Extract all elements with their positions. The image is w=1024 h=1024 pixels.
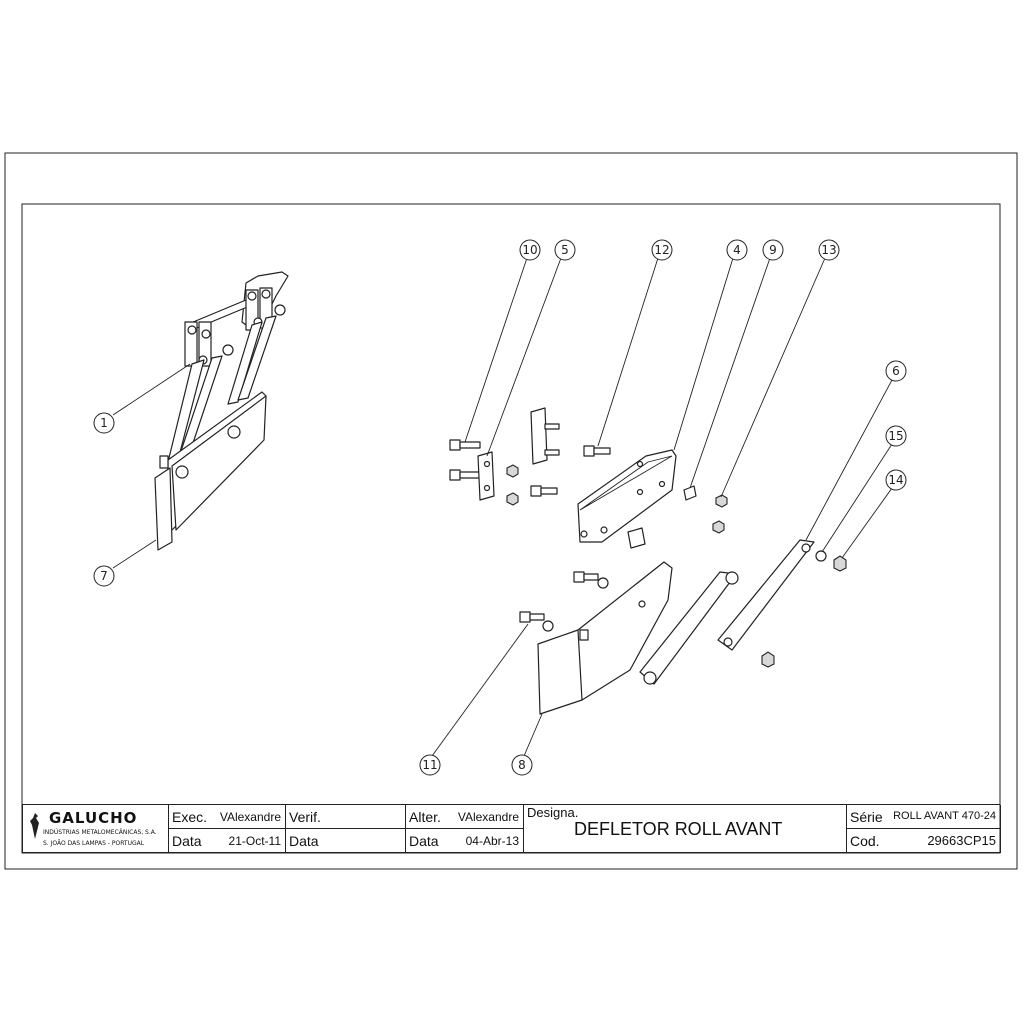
callout-6: 6 — [885, 360, 907, 382]
callout-4: 4 — [726, 239, 748, 261]
callout-label: 1 — [100, 416, 108, 430]
verif-cell: Verif. — [286, 805, 406, 829]
company-line-1: INDÚSTRIAS METALOMECÂNICAS, S.A. — [43, 829, 157, 836]
alter-cell: Alter. VAlexandre — [406, 805, 524, 829]
callout-label: 10 — [522, 243, 537, 257]
cod-value: 29663CP15 — [927, 833, 996, 848]
exec-value: VAlexandre — [219, 810, 281, 824]
callout-label: 5 — [561, 243, 569, 257]
exec-label: Exec. — [172, 809, 208, 825]
alter-value: VAlexandre — [457, 810, 519, 824]
designation-label: Designa. — [527, 805, 579, 820]
title-block: GALUCHO INDÚSTRIAS METALOMECÂNICAS, S.A.… — [22, 804, 1001, 853]
company-logo-cell: GALUCHO INDÚSTRIAS METALOMECÂNICAS, S.A.… — [23, 805, 169, 853]
verif-date-cell: Data — [286, 829, 406, 853]
callout-9: 9 — [762, 239, 784, 261]
serie-label: Série — [850, 809, 883, 825]
cod-label: Cod. — [850, 833, 880, 849]
callout-label: 7 — [100, 569, 108, 583]
alter-date-value: 04-Abr-13 — [465, 834, 519, 848]
callout-1: 1 — [93, 412, 115, 434]
callout-5: 5 — [554, 239, 576, 261]
callout-label: 6 — [892, 364, 900, 378]
callout-8: 8 — [511, 754, 533, 776]
cod-cell: Cod. 29663CP15 — [847, 829, 1001, 853]
callouts: 1 7 10 5 12 4 9 13 6 15 14 11 8 — [93, 239, 907, 776]
inner-border — [21, 203, 1001, 854]
company-name: GALUCHO — [49, 809, 138, 827]
verif-label: Verif. — [289, 809, 321, 825]
leader-lines — [112, 257, 893, 757]
exec-date-value: 21-Oct-11 — [228, 834, 281, 848]
alter-date-label: Data — [409, 833, 439, 849]
company-logo-icon — [30, 813, 39, 839]
designation-cell: Designa. DEFLETOR ROLL AVANT — [524, 805, 847, 853]
designation-value: DEFLETOR ROLL AVANT — [574, 819, 783, 839]
serie-cell: Série ROLL AVANT 470-24 — [847, 805, 1001, 829]
assembled-deflector — [154, 271, 289, 551]
company-line-2: S. JOÃO DAS LAMPAS - PORTUGAL — [43, 840, 145, 847]
alter-label: Alter. — [409, 809, 441, 825]
verif-date-label: Data — [289, 833, 319, 849]
serie-value: ROLL AVANT 470-24 — [893, 810, 996, 822]
callout-14: 14 — [885, 469, 907, 491]
callout-11: 11 — [419, 754, 441, 776]
callout-label: 8 — [518, 758, 526, 772]
callout-label: 11 — [422, 758, 437, 772]
callout-7: 7 — [93, 565, 115, 587]
callout-12: 12 — [651, 239, 673, 261]
callout-label: 13 — [821, 243, 836, 257]
callout-label: 9 — [769, 243, 777, 257]
outer-border — [4, 152, 1018, 870]
callout-13: 13 — [818, 239, 840, 261]
callout-label: 12 — [654, 243, 669, 257]
exec-date-cell: Data 21-Oct-11 — [169, 829, 286, 853]
callout-label: 15 — [888, 429, 903, 443]
exploded-parts — [449, 407, 847, 715]
exec-date-label: Data — [172, 833, 202, 849]
alter-date-cell: Data 04-Abr-13 — [406, 829, 524, 853]
callout-10: 10 — [519, 239, 541, 261]
exec-cell: Exec. VAlexandre — [169, 805, 286, 829]
callout-label: 14 — [888, 473, 903, 487]
callout-label: 4 — [733, 243, 741, 257]
callout-15: 15 — [885, 425, 907, 447]
